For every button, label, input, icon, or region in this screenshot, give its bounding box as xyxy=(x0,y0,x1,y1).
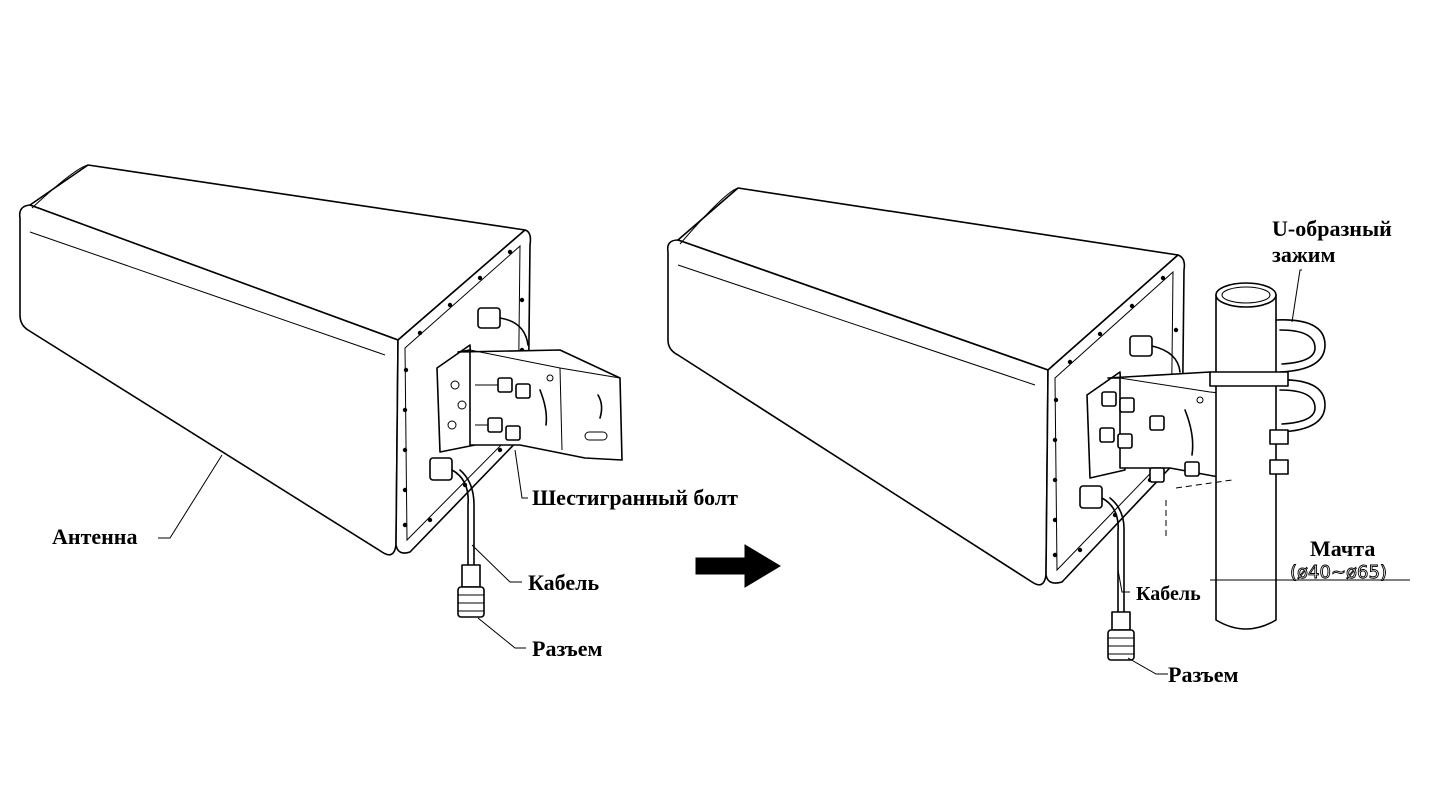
connector-left xyxy=(457,564,485,618)
u-clamp xyxy=(1209,319,1326,475)
label-u-clamp-line1: U-образный xyxy=(1272,216,1392,241)
antenna-left xyxy=(18,164,623,618)
label-u-clamp-line2: зажим xyxy=(1272,242,1335,267)
cable-right xyxy=(1079,485,1125,613)
hex-bolts-right xyxy=(1099,391,1237,505)
right-arrow-icon xyxy=(695,544,781,588)
antenna-right-side-face xyxy=(666,239,1049,586)
label-cable-right: Кабель xyxy=(1136,583,1201,605)
mounting-bracket-left xyxy=(436,344,623,461)
label-antenna: Антенна xyxy=(52,524,138,549)
label-mast-dimension: (ø40~ø65) xyxy=(1290,562,1387,583)
top-connector-right xyxy=(1129,335,1181,373)
hex-bolts-left xyxy=(475,377,531,441)
label-connector-left: Разъем xyxy=(532,636,602,661)
label-mast: Мачта xyxy=(1310,536,1375,561)
label-cable-left: Кабель xyxy=(528,570,599,595)
antenna-left-side-face xyxy=(18,204,399,556)
connector-right xyxy=(1107,611,1135,661)
label-connector-right: Разъем xyxy=(1168,662,1238,687)
top-connector-left xyxy=(477,307,529,346)
cable-left xyxy=(429,457,475,566)
label-hex-bolt: Шестигранный болт xyxy=(532,485,738,510)
leaders-right xyxy=(1117,269,1410,675)
leaders-left xyxy=(158,449,528,649)
